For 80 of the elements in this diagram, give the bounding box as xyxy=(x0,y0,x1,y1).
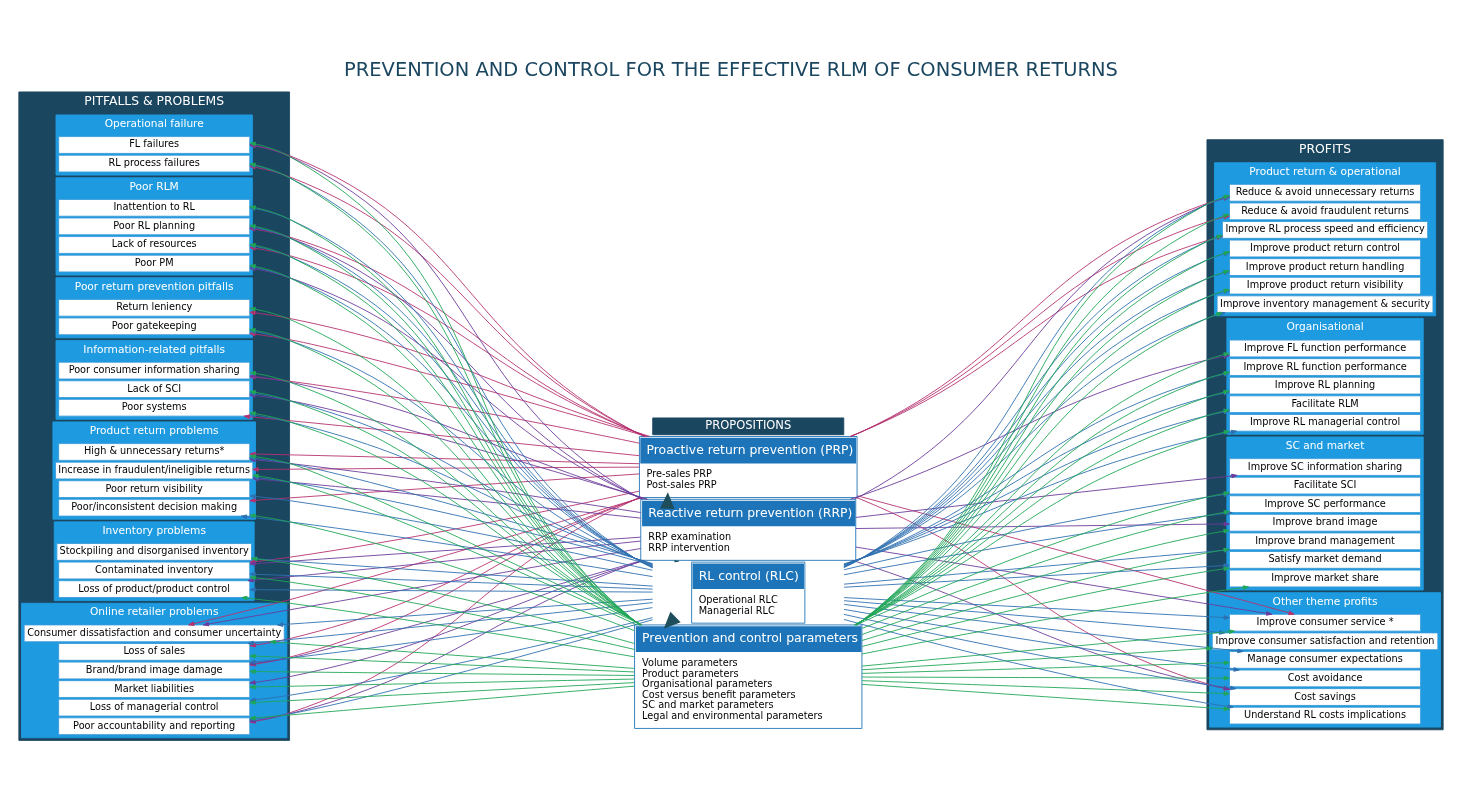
arrow xyxy=(202,547,642,626)
node-box: Reduce & avoid fraudulent returns xyxy=(1229,202,1422,220)
arrow xyxy=(861,660,1230,674)
node-box: Improve product return visibility xyxy=(1229,276,1422,294)
node-box: Improve RL process speed and efficiency xyxy=(1222,220,1429,239)
node-box: Poor consumer information sharing xyxy=(58,361,251,379)
arrow xyxy=(861,683,1230,711)
arrow xyxy=(247,601,654,645)
node-box: Understand RL costs implications xyxy=(1229,706,1422,724)
arrow xyxy=(855,521,1230,529)
node-box: Improve product return control xyxy=(1229,239,1422,257)
node-box: Lack of resources xyxy=(58,235,251,254)
arrow xyxy=(249,571,653,590)
arrow xyxy=(843,603,1244,653)
node-box: Market liabilities xyxy=(58,679,251,698)
node-box: Improve product return handling xyxy=(1229,257,1422,276)
arrow xyxy=(241,595,635,657)
arrow xyxy=(843,613,1237,690)
node-box: Brand/brand image damage xyxy=(58,661,251,679)
node-box: Improve inventory management & security xyxy=(1216,294,1434,313)
node-box: Improve brand management xyxy=(1229,532,1422,550)
arrow xyxy=(249,678,635,689)
node-box: Stockpiling and disorganised inventory xyxy=(56,542,252,561)
node-box: Facilitate SCI xyxy=(1229,476,1422,494)
node-box: RL process failures xyxy=(58,154,251,172)
arrow xyxy=(861,509,1230,629)
node-box: Improve market share xyxy=(1229,569,1422,587)
node-box: Reduce & avoid unnecessary returns xyxy=(1229,183,1422,202)
arrow xyxy=(861,645,1213,670)
arrow xyxy=(249,681,635,705)
arrow xyxy=(861,566,1230,647)
node-box: Satisfy market demand xyxy=(1229,550,1422,569)
node-box: Poor PM xyxy=(58,254,251,272)
node-box: Improve RL function performance xyxy=(1229,357,1422,376)
node-box: Poor return visibility xyxy=(58,479,251,498)
node-box: Improve SC performance xyxy=(1229,494,1422,513)
arrow xyxy=(856,496,1230,691)
arrow xyxy=(843,608,1240,672)
node-box: Loss of sales xyxy=(58,642,251,661)
arrow xyxy=(277,598,654,627)
arrow xyxy=(861,675,1230,680)
arrow xyxy=(663,611,681,629)
node-box: FL failures xyxy=(58,135,251,154)
arrow xyxy=(249,586,653,593)
diagram-title: PREVENTION AND CONTROL FOR THE EFFECTIVE RLM OF CONSUMER RETURNS xyxy=(344,57,1118,81)
arrow xyxy=(855,473,1238,518)
arrow xyxy=(660,491,675,509)
node-box: Loss of managerial control xyxy=(58,698,251,716)
node-box: Poor accountability and reporting xyxy=(58,716,251,735)
node-box: Improve brand image xyxy=(1229,513,1422,532)
node-box: Improve FL function performance xyxy=(1229,339,1422,357)
arrow xyxy=(240,513,653,577)
arrow xyxy=(855,546,1273,616)
node-box: Poor RL planning xyxy=(58,217,251,235)
connector xyxy=(674,559,679,562)
node-box: Return leniency xyxy=(58,298,251,317)
arrow xyxy=(252,466,640,472)
node-box: PROPOSITIONS xyxy=(652,417,845,435)
arrow xyxy=(843,510,1233,575)
node-box: Inattention to RL xyxy=(58,198,251,217)
arrow xyxy=(843,618,1234,709)
node-box: Increase in fraudulent/ineligible returns xyxy=(55,461,254,479)
node-box: High & unnecessary returns* xyxy=(58,442,251,461)
arrow xyxy=(249,668,635,676)
arrow xyxy=(861,584,1250,654)
arrow xyxy=(269,639,635,669)
node-box: Contaminated inventory xyxy=(58,561,251,579)
node-box: Facilitate RLM xyxy=(1229,394,1422,413)
node-box: Lack of SCI xyxy=(58,379,251,398)
node-box: Cost avoidance xyxy=(1229,669,1422,687)
arrow xyxy=(843,547,1231,585)
arrow xyxy=(843,596,1230,620)
arrow xyxy=(856,494,1295,615)
arrow xyxy=(188,496,643,626)
arrow xyxy=(861,547,1230,641)
arrow xyxy=(843,562,1230,588)
arrow xyxy=(249,575,635,650)
node-box: Poor gatekeeping xyxy=(58,317,251,335)
arrow xyxy=(861,679,1230,696)
node-box: Improve RL planning xyxy=(1229,376,1422,394)
